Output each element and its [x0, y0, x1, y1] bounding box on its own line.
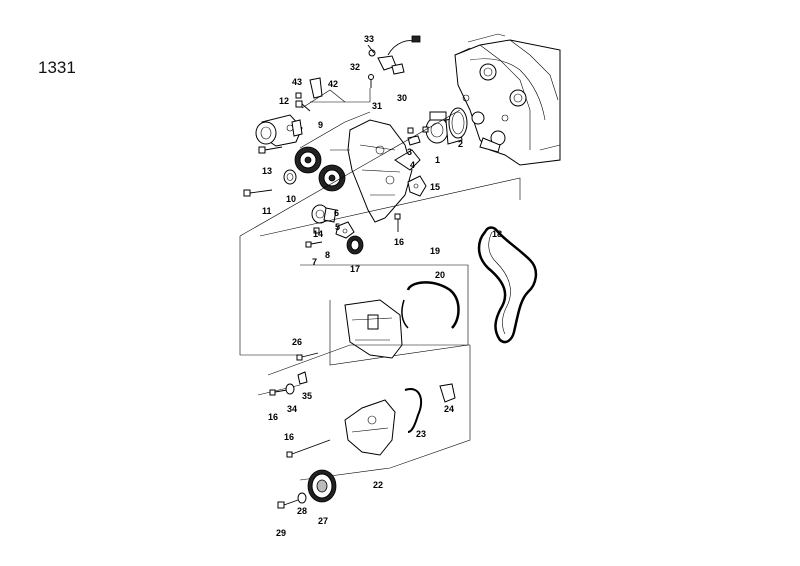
part-label-20: 20	[435, 270, 445, 280]
tensioner-illustration	[255, 114, 303, 147]
bolt-3	[407, 127, 414, 134]
part-label-3: 3	[407, 147, 412, 157]
part-label-2: 2	[458, 139, 463, 149]
part-label-15: 15	[430, 182, 440, 192]
camshaft-gear-illustration	[294, 146, 346, 192]
part-label-4: 4	[410, 160, 415, 170]
bolt-13	[258, 146, 283, 154]
upper-assembly-leader-lines	[239, 88, 521, 356]
figure-number: 1331	[38, 58, 76, 77]
part-label-29: 29	[276, 528, 286, 538]
bracket-illustration	[407, 175, 427, 197]
part-label-42: 42	[328, 79, 338, 89]
sensor-cable-illustration	[367, 35, 421, 88]
bolt-14	[313, 227, 320, 234]
idler-pulley-illustration	[311, 204, 337, 224]
part-label-17: 17	[350, 264, 360, 274]
part-label-5: 5	[335, 222, 340, 232]
part-label-10: 10	[286, 194, 296, 204]
part-label-12: 12	[279, 96, 289, 106]
part-label-30: 30	[397, 93, 407, 103]
part-label-19: 19	[430, 246, 440, 256]
part-label-7: 7	[312, 257, 317, 267]
crankshaft-sprocket-illustration	[346, 235, 364, 255]
part-label-43: 43	[292, 77, 302, 87]
bolt-16-upper	[394, 213, 401, 232]
part-number-labels: 33 32 43 42 30 12 31 9 2 3 1 4 13 15 10 …	[262, 34, 502, 538]
part-label-16-upper: 16	[394, 237, 404, 247]
upper-timing-cover-group	[300, 264, 469, 366]
bolt-7	[305, 241, 323, 248]
part-label-13: 13	[262, 166, 272, 176]
part-label-31: 31	[372, 101, 382, 111]
part-label-14: 14	[313, 229, 323, 239]
bolts-illustration	[243, 77, 429, 248]
part-label-27: 27	[318, 516, 328, 526]
rear-timing-cover-illustration	[347, 119, 421, 223]
part-label-11: 11	[262, 206, 272, 216]
part-label-35: 35	[302, 391, 312, 401]
part-label-9: 9	[318, 120, 323, 130]
part-label-8: 8	[325, 250, 330, 260]
part-label-18: 18	[492, 229, 502, 239]
part-label-16-lower: 16	[284, 432, 294, 442]
timing-belt-illustration	[477, 226, 538, 344]
part-label-33: 33	[364, 34, 374, 44]
crank-pulley-illustration	[277, 469, 337, 509]
bolt-42	[309, 77, 323, 99]
bolt-12	[295, 100, 311, 112]
part-label-6: 6	[334, 208, 339, 218]
part-label-1: 1	[435, 155, 440, 165]
part-label-28: 28	[297, 506, 307, 516]
part-label-22: 22	[373, 480, 383, 490]
part-label-32: 32	[350, 62, 360, 72]
part-label-26: 26	[292, 337, 302, 347]
lower-small-parts	[269, 352, 331, 458]
lower-timing-cover-group	[257, 344, 471, 481]
part-label-34: 34	[287, 404, 297, 414]
small-pulley-illustration	[335, 221, 355, 239]
bolt-43	[295, 92, 302, 99]
engine-block-illustration	[454, 33, 561, 166]
gasket-illustration	[448, 107, 468, 139]
part-label-16-mid: 16	[268, 412, 278, 422]
part-label-23: 23	[416, 429, 426, 439]
part-label-24: 24	[444, 404, 454, 414]
washer-illustration	[283, 169, 297, 185]
bolt-11	[243, 189, 273, 197]
